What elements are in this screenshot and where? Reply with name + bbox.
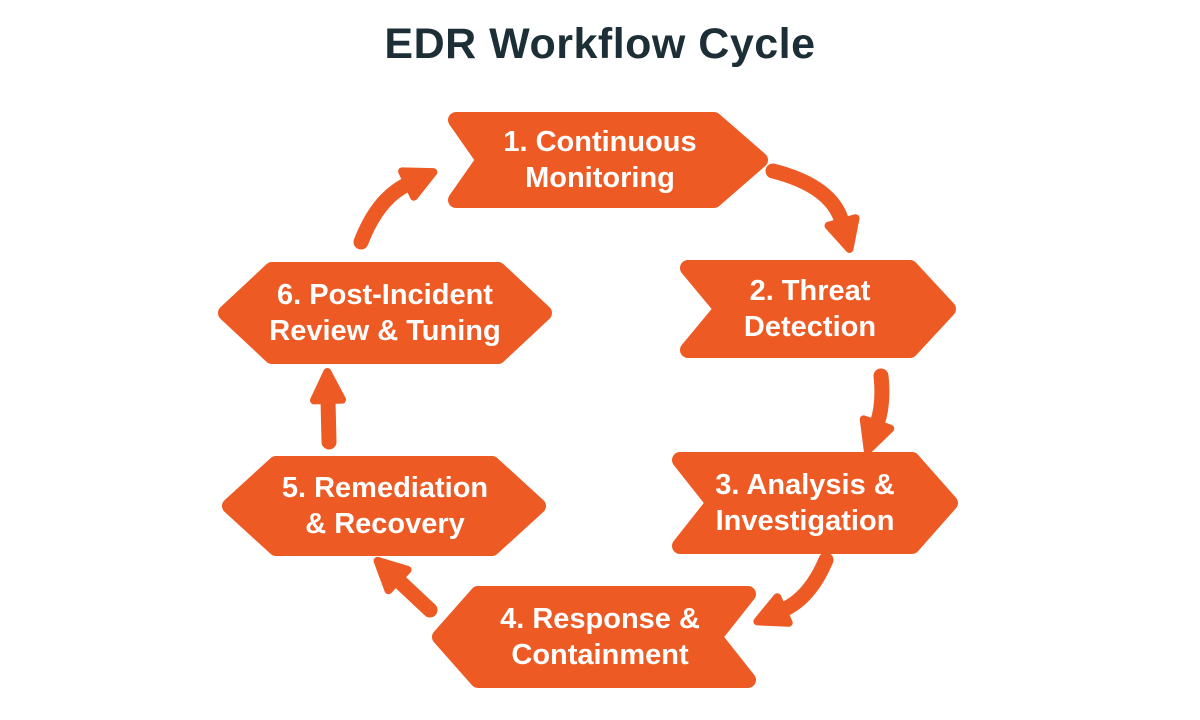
step-4-shape [432,586,756,688]
step-1-shape [448,112,768,208]
arrow-2-to-3-icon [859,368,895,455]
step-2-shape [680,260,956,358]
arrow-4-to-5-icon [373,556,438,618]
step-5-shape [222,456,546,556]
page-title: EDR Workflow Cycle [384,20,816,68]
step-6-shape [218,262,552,364]
arrow-5-to-6-icon [310,368,346,450]
arrow-6-to-1-icon [353,167,438,250]
arrow-1-to-2-icon [765,163,860,253]
step-3-shape [672,452,958,554]
arrow-3-to-4-icon [753,552,834,627]
